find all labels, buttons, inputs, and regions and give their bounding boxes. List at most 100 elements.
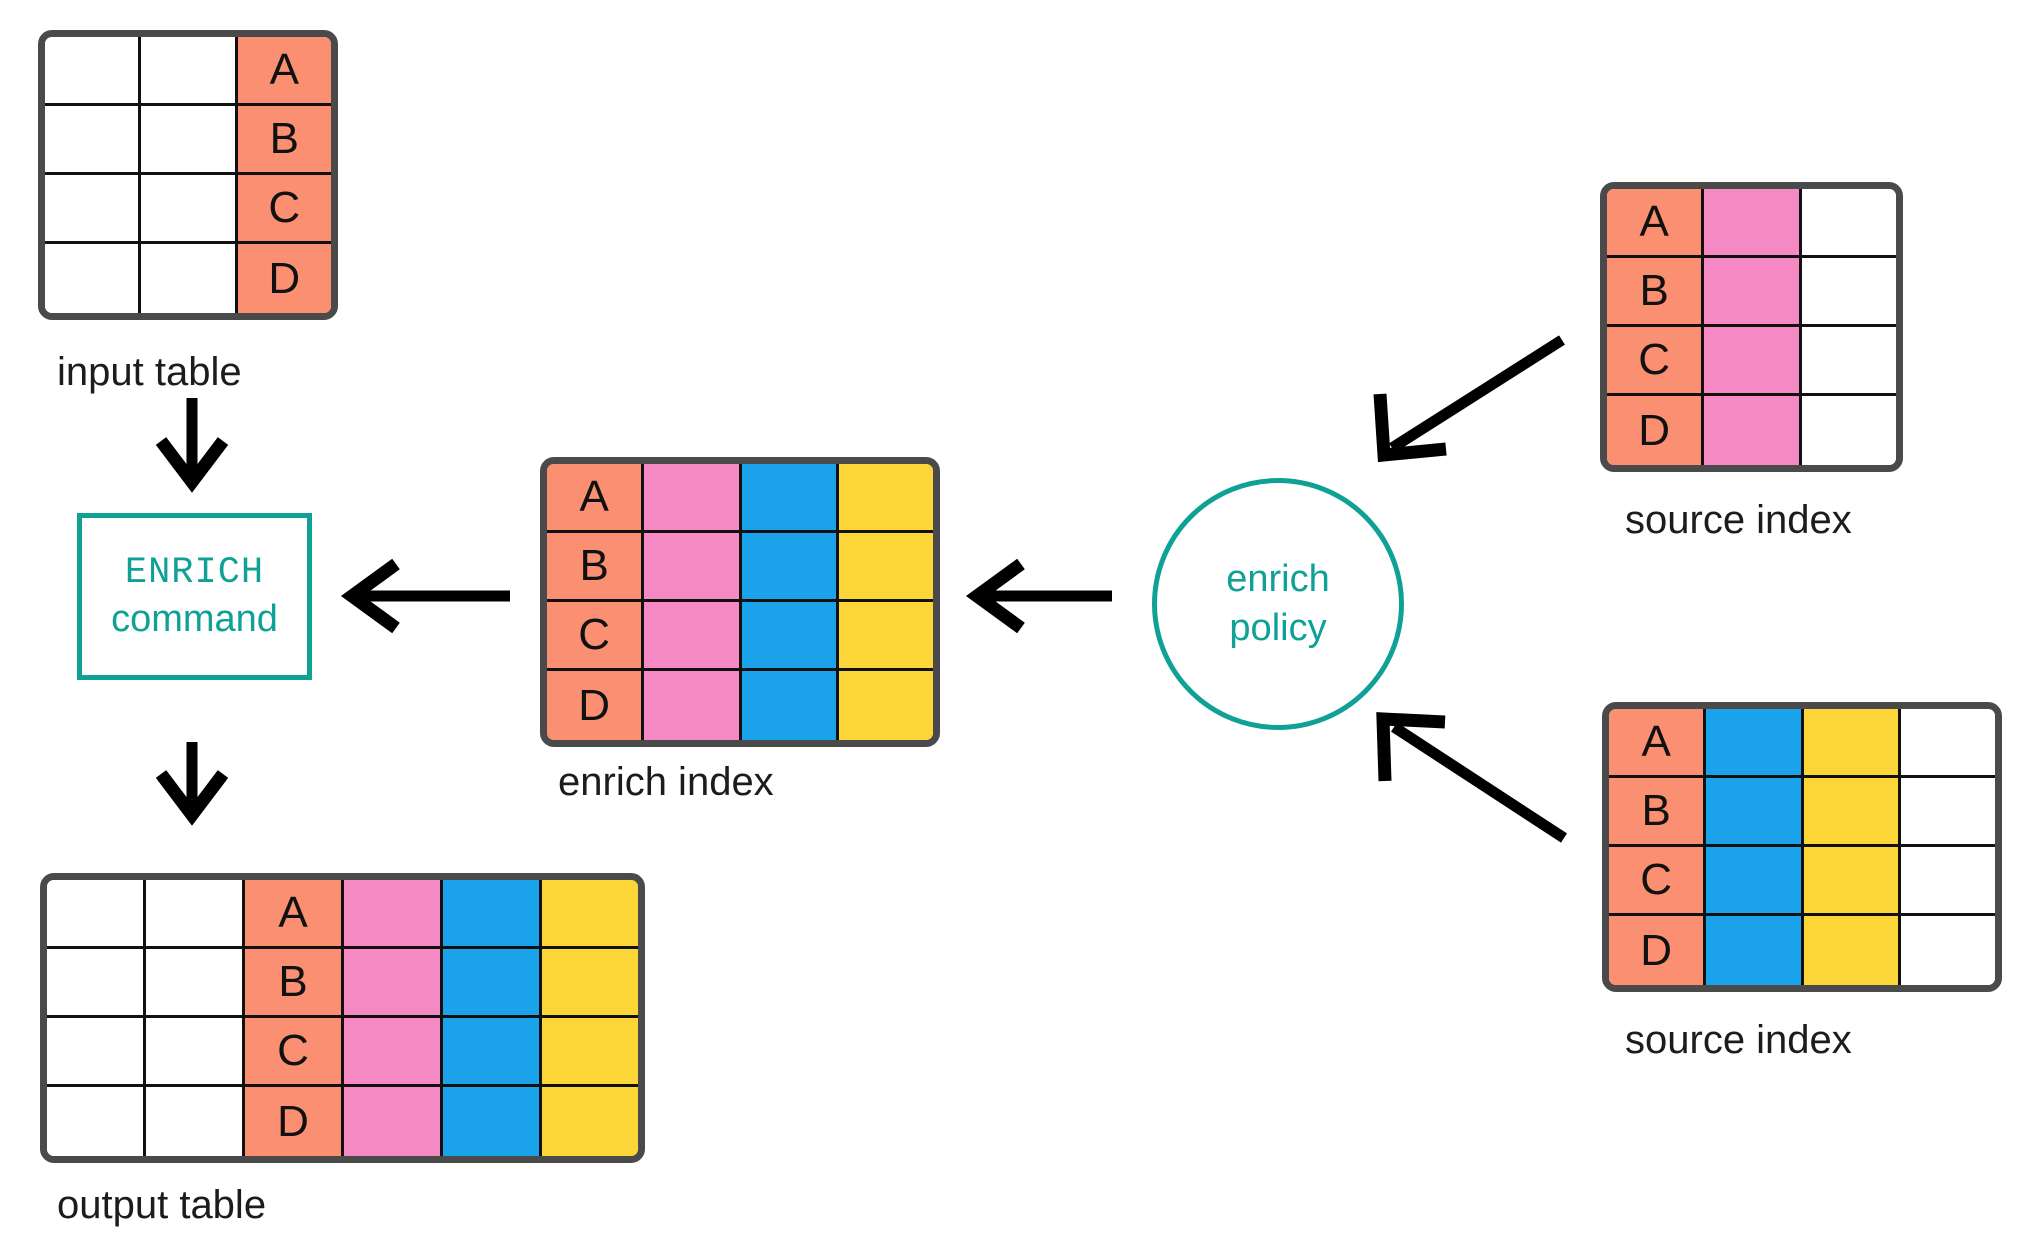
table-cell-key: A xyxy=(547,464,645,533)
table-cell xyxy=(644,602,742,671)
input-table-row: C xyxy=(45,175,331,244)
enrich-index-row: D xyxy=(547,671,933,740)
table-cell xyxy=(1706,916,1804,985)
arrow-enrich-policy-to-enrich-index xyxy=(965,558,1112,634)
table-cell xyxy=(141,175,238,244)
table-cell xyxy=(1704,189,1802,258)
table-cell xyxy=(45,175,142,244)
source-index-bottom-row: B xyxy=(1609,778,1995,847)
table-cell xyxy=(542,880,638,949)
source-index-top-caption: source index xyxy=(1625,498,1852,542)
table-cell xyxy=(47,880,146,949)
table-cell xyxy=(45,244,142,313)
input-table-row: A xyxy=(45,37,331,106)
enrich-index-row: B xyxy=(547,533,933,602)
table-cell xyxy=(1900,709,1995,778)
arrow-enrich-index-to-enrich-command xyxy=(340,558,510,634)
output-table-row: C xyxy=(47,1018,638,1087)
table-cell xyxy=(141,244,238,313)
table-cell xyxy=(1900,916,1995,985)
table-cell-key: B xyxy=(1609,778,1707,847)
arrow-enrich-command-to-output-table xyxy=(155,742,229,826)
table-cell xyxy=(344,949,443,1018)
enrich-command-box[interactable]: ENRICH command xyxy=(77,513,312,680)
arrow-source-index-top-to-enrich-policy xyxy=(1373,335,1565,463)
table-cell xyxy=(146,880,245,949)
table-cell xyxy=(542,1018,638,1087)
enrich-command-line1: ENRICH xyxy=(124,551,265,594)
output-table-row: B xyxy=(47,949,638,1018)
table-cell-key: C xyxy=(245,1018,344,1087)
enrich-policy-line2: policy xyxy=(1229,607,1327,649)
table-cell xyxy=(1900,778,1995,847)
table-cell xyxy=(141,106,238,175)
table-cell xyxy=(1704,327,1802,396)
table-cell xyxy=(1803,709,1901,778)
table-cell xyxy=(141,37,238,106)
enrich-command-line2: command xyxy=(111,597,278,640)
table-cell-key: A xyxy=(1607,189,1705,258)
source-index-top-row: C xyxy=(1607,327,1896,396)
table-cell xyxy=(644,464,742,533)
source-index-top-row: D xyxy=(1607,396,1896,465)
table-cell xyxy=(1803,778,1901,847)
table-cell xyxy=(45,37,142,106)
table-cell-key: C xyxy=(1609,847,1707,916)
table-cell xyxy=(1803,916,1901,985)
table-cell-key: D xyxy=(1609,916,1707,985)
table-cell xyxy=(146,1087,245,1156)
table-cell xyxy=(838,671,933,740)
source-index-bottom-row: D xyxy=(1609,916,1995,985)
table-cell xyxy=(344,1018,443,1087)
enrich-index-row: C xyxy=(547,602,933,671)
table-cell xyxy=(344,880,443,949)
table-cell xyxy=(45,106,142,175)
table-cell xyxy=(838,533,933,602)
output-table-caption: output table xyxy=(57,1183,267,1227)
table-cell xyxy=(443,949,542,1018)
table-cell-key: A xyxy=(237,37,331,106)
table-cell xyxy=(741,602,839,671)
source-index-top-row: A xyxy=(1607,189,1896,258)
table-cell xyxy=(1706,709,1804,778)
table-cell xyxy=(741,533,839,602)
table-cell-key: C xyxy=(547,602,645,671)
enrich-index-caption: enrich index xyxy=(558,760,774,804)
table-cell-key: D xyxy=(547,671,645,740)
table-cell xyxy=(1801,327,1896,396)
table-cell-key: A xyxy=(1609,709,1707,778)
table-cell xyxy=(1803,847,1901,916)
source-index-bottom-row: C xyxy=(1609,847,1995,916)
table-cell xyxy=(644,671,742,740)
table-cell xyxy=(542,949,638,1018)
table-cell xyxy=(1801,258,1896,327)
table-cell xyxy=(47,949,146,1018)
table-cell xyxy=(1706,778,1804,847)
table-cell-key: B xyxy=(245,949,344,1018)
table-cell xyxy=(344,1087,443,1156)
input-table-caption: input table xyxy=(57,350,242,394)
table-cell xyxy=(1801,189,1896,258)
input-table-row: B xyxy=(45,106,331,175)
table-cell xyxy=(443,1087,542,1156)
enrich-index-row: A xyxy=(547,464,933,533)
table-cell xyxy=(1801,396,1896,465)
table-cell-key: D xyxy=(237,244,331,313)
input-table-row: D xyxy=(45,244,331,313)
table-cell-key: D xyxy=(245,1087,344,1156)
enrich-policy-node[interactable]: enrich policy xyxy=(1152,478,1404,730)
table-cell xyxy=(838,602,933,671)
source-index-bottom-caption: source index xyxy=(1625,1018,1852,1062)
enrich-policy-line1: enrich xyxy=(1226,557,1330,600)
table-cell xyxy=(542,1087,638,1156)
table-cell xyxy=(443,880,542,949)
table-cell-key: B xyxy=(237,106,331,175)
table-cell-key: B xyxy=(1607,258,1705,327)
table-cell-key: C xyxy=(237,175,331,244)
table-cell xyxy=(741,671,839,740)
table-cell-key: C xyxy=(1607,327,1705,396)
